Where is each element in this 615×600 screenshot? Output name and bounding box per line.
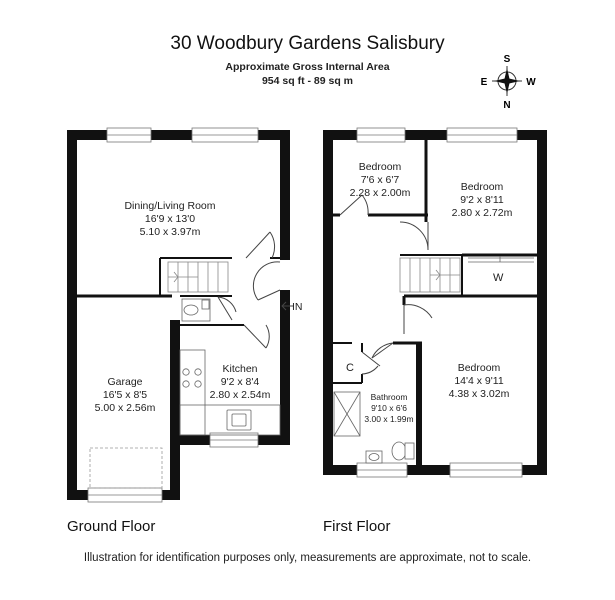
room-garage-name: Garage (107, 376, 142, 388)
room-bathroom-imperial: 9'10 x 6'6 (371, 403, 407, 413)
room-dining-living-name: Dining/Living Room (124, 200, 215, 212)
compass-n: N (503, 100, 510, 111)
room-bedroom-large-name: Bedroom (458, 362, 501, 374)
entrance-label: IN (292, 301, 303, 313)
area-value: 954 sq ft - 89 sq m (261, 75, 354, 87)
room-bedroom-small-name: Bedroom (359, 161, 402, 173)
compass-e: E (481, 77, 488, 88)
room-kitchen-imperial: 9'2 x 8'4 (221, 376, 260, 388)
wardrobe-label: W (493, 272, 504, 284)
room-bedroom-large-metric: 4.38 x 3.02m (449, 388, 510, 400)
first-floor-plan: C W Bedroom 7'6 x 6'7 2.28 x 2.00m Bedro… (323, 127, 547, 478)
room-bathroom-name: Bathroom (371, 392, 408, 402)
plan-title: 30 Woodbury Gardens Salisbury (170, 33, 445, 54)
room-kitchen-metric: 2.80 x 2.54m (210, 389, 271, 401)
room-bedroom-small-imperial: 7'6 x 6'7 (361, 174, 400, 186)
cupboard-label: C (346, 362, 354, 374)
area-heading: Approximate Gross Internal Area (225, 61, 390, 73)
room-dining-living-imperial: 16'9 x 13'0 (145, 213, 195, 225)
room-bedroom-large-imperial: 14'4 x 9'11 (454, 375, 504, 387)
room-bathroom-metric: 3.00 x 1.99m (364, 414, 413, 424)
room-bedroom-small-metric: 2.28 x 2.00m (350, 187, 411, 199)
room-bedroom-mid-imperial: 9'2 x 8'11 (460, 194, 504, 206)
compass-w: W (526, 77, 536, 88)
disclaimer-text: Illustration for identification purposes… (83, 552, 532, 564)
compass-icon: S N E W (481, 54, 537, 111)
entrance-arrow-icon (281, 301, 294, 311)
ground-floor-plan: IN Dining/Living Room 16'9 x 13'0 5.10 x… (67, 127, 303, 503)
room-kitchen-name: Kitchen (222, 363, 257, 375)
ground-floor-label: Ground Floor (67, 518, 156, 535)
room-bedroom-mid-metric: 2.80 x 2.72m (452, 207, 513, 219)
first-floor-label: First Floor (323, 518, 391, 535)
room-garage-imperial: 16'5 x 8'5 (103, 389, 147, 401)
room-garage-metric: 5.00 x 2.56m (95, 402, 156, 414)
room-dining-living-metric: 5.10 x 3.97m (140, 226, 201, 238)
compass-s: S (504, 54, 511, 65)
room-bedroom-mid-name: Bedroom (461, 181, 504, 193)
